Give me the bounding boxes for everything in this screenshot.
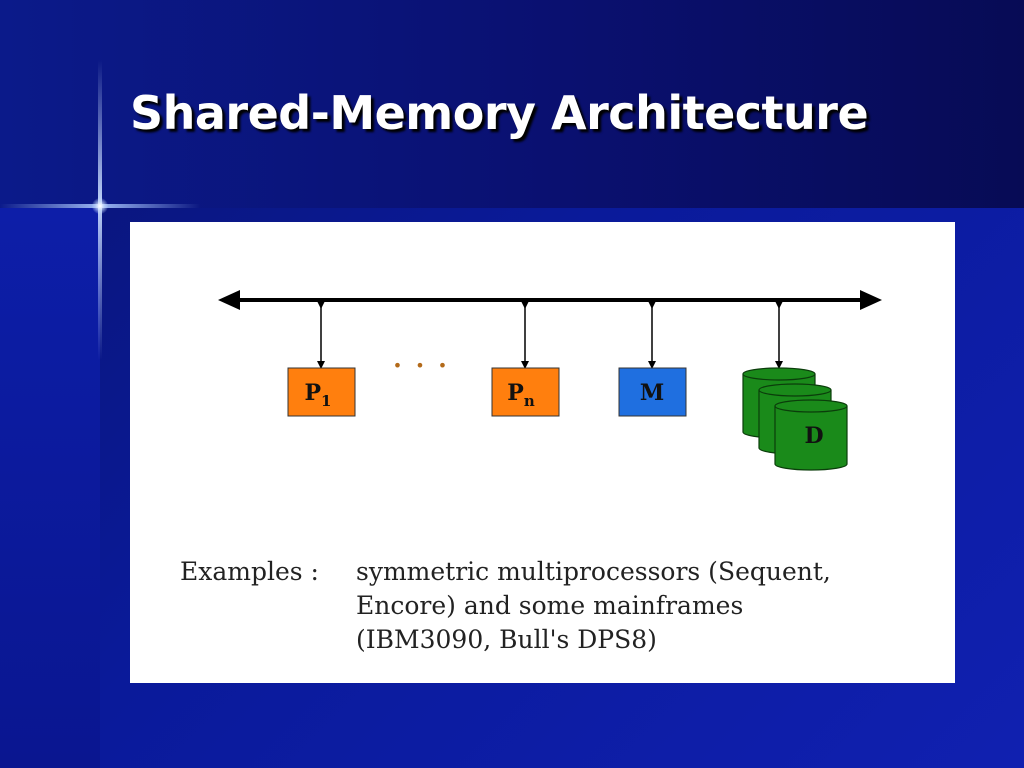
processor-p1-sub: 1: [321, 392, 331, 410]
light-flare-core: [92, 198, 108, 214]
slide-title: Shared-Memory Architecture: [130, 86, 869, 140]
memory-module: M: [618, 367, 687, 417]
examples-line-2: Encore) and some mainframes: [356, 591, 744, 620]
examples-indent: [180, 589, 356, 623]
examples-text: Examples : symmetric multiprocessors (Se…: [180, 555, 831, 657]
processor-pn-box: [491, 367, 560, 417]
memory-box: [618, 367, 687, 417]
architecture-diagram: P1 • • • Pn M: [218, 290, 882, 471]
disk-stack: D: [742, 367, 848, 471]
memory-label: M: [640, 380, 664, 406]
title-band: [0, 0, 1024, 208]
processor-p1-label: P1: [305, 380, 332, 410]
processor-p1: P1: [287, 367, 356, 417]
processor-pn: Pn: [491, 367, 560, 417]
examples-line-3: (IBM3090, Bull's DPS8): [356, 625, 657, 654]
diagram-panel: P1 • • • Pn M: [130, 222, 955, 683]
examples-row-3: (IBM3090, Bull's DPS8): [180, 623, 831, 657]
processor-ellipsis: • • •: [393, 356, 451, 375]
processor-pn-main: P: [507, 380, 524, 406]
shared-bus: [218, 290, 882, 310]
processor-p1-main: P: [305, 380, 322, 406]
disk-label: D: [804, 423, 823, 449]
bus-arrowhead-right: [860, 290, 882, 310]
examples-row-1: Examples : symmetric multiprocessors (Se…: [180, 555, 831, 589]
examples-indent: [180, 623, 356, 657]
disk-cylinder-front: [774, 399, 848, 471]
processor-pn-sub: n: [524, 392, 535, 410]
processor-pn-label: Pn: [507, 380, 535, 410]
examples-label: Examples :: [180, 557, 319, 586]
processor-p1-box: [287, 367, 356, 417]
examples-row-2: Encore) and some mainframes: [180, 589, 831, 623]
bus-arrowhead-left: [218, 290, 240, 310]
examples-line-1: symmetric multiprocessors (Sequent,: [356, 557, 831, 586]
left-decor-strip: [0, 208, 100, 768]
